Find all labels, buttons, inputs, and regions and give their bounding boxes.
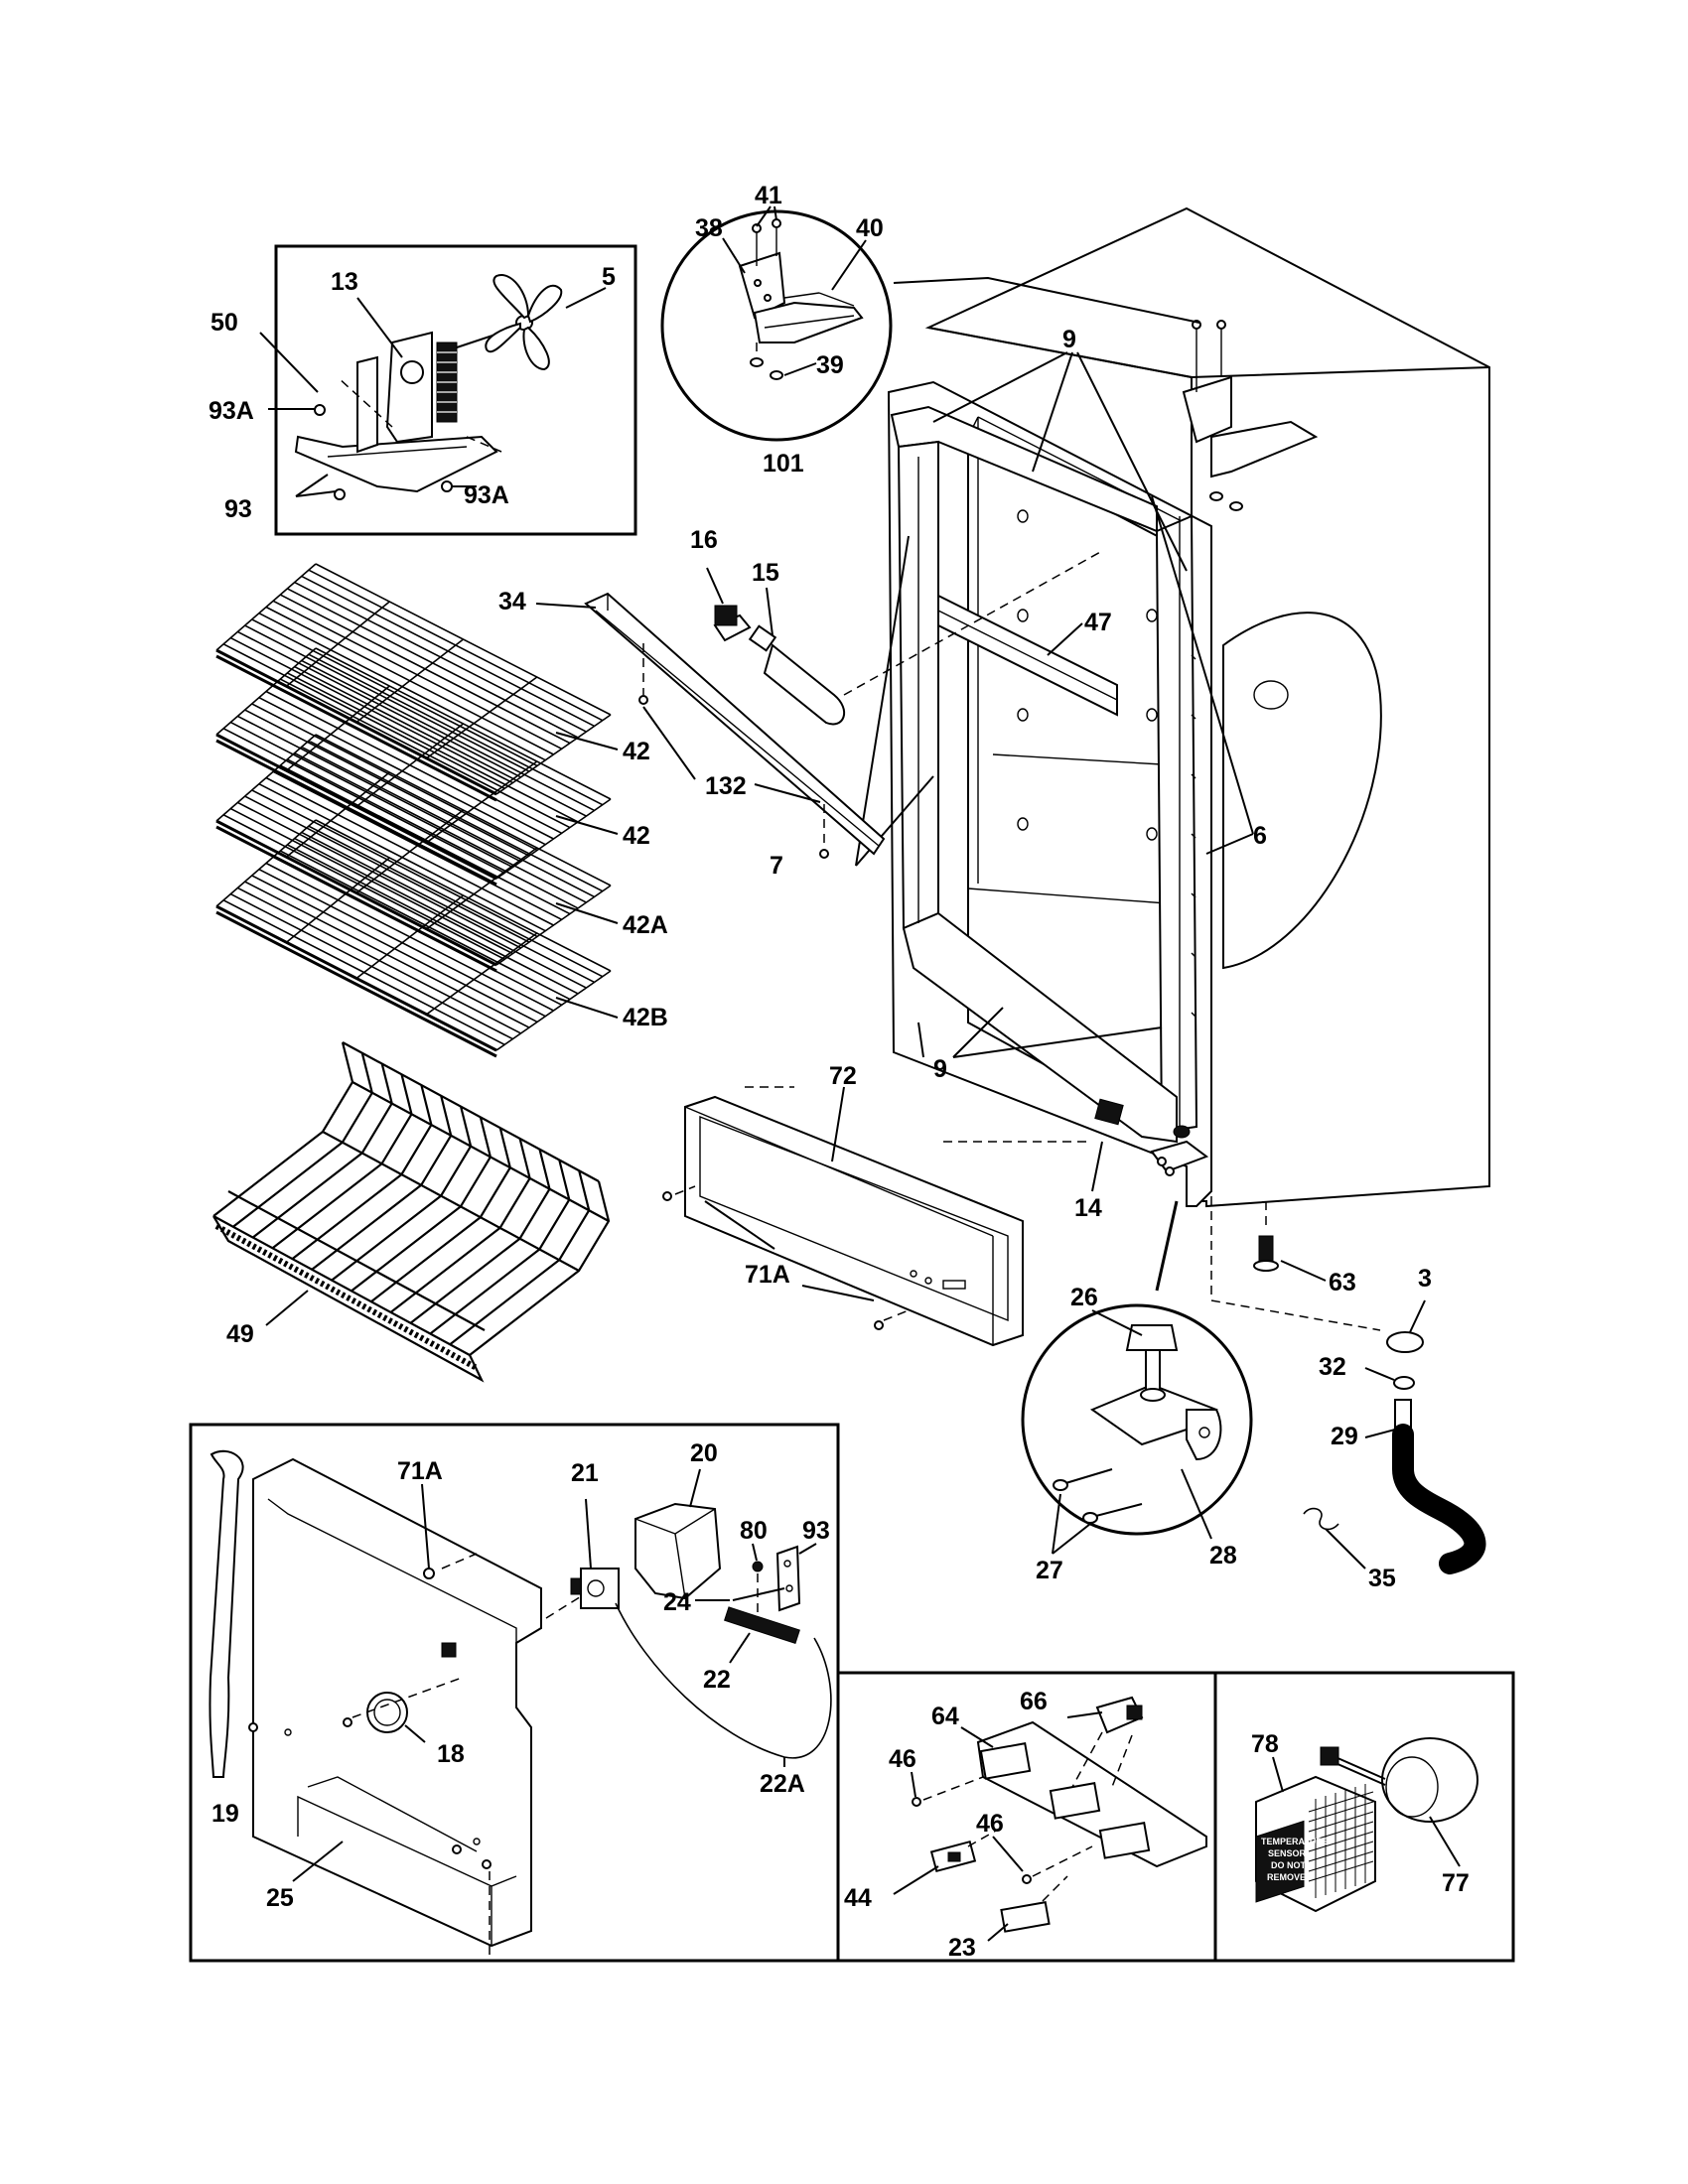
callout-80: 80: [740, 1517, 768, 1545]
callout-14: 14: [1074, 1194, 1102, 1222]
callout-77: 77: [1442, 1869, 1470, 1897]
callout-41: 41: [755, 182, 782, 209]
sensor-warning-sticker: TEMPERATURE SENSOR DO NOT REMOVE: [1261, 1837, 1329, 1882]
switch-leader: [1091, 1141, 1103, 1192]
callout-13: 13: [331, 268, 358, 296]
callout-71a-kickplate: 71A: [745, 1261, 790, 1289]
callout-42a: 42A: [623, 911, 668, 939]
sticker-line-4: REMOVE: [1267, 1872, 1306, 1882]
callout-93-panel: 93: [802, 1517, 830, 1545]
control-panel-leaders: [292, 1468, 817, 1882]
callout-71a-panel: 71A: [397, 1457, 443, 1485]
callout-29: 29: [1331, 1423, 1358, 1450]
wire-shelf: [215, 647, 612, 887]
light-switch-assembly: [912, 1696, 1207, 1933]
bottom-hinge-detail: [1021, 1303, 1253, 1536]
callout-50: 50: [211, 309, 238, 337]
callout-39: 39: [816, 351, 844, 379]
callout-42b: 42B: [623, 1004, 668, 1031]
callout-42-upper: 42: [623, 738, 650, 765]
kickplate: [662, 1086, 1092, 1347]
light-leaders: [535, 567, 821, 803]
sensor-leaders: [1272, 1756, 1461, 1867]
callout-38: 38: [695, 214, 723, 242]
callout-46-lower: 46: [976, 1810, 1004, 1838]
callout-49: 49: [226, 1320, 254, 1348]
light-switch-leaders: [893, 1711, 1103, 1942]
leveling-leg: [1253, 1201, 1279, 1272]
hinge-detail-circle: [660, 209, 893, 442]
sticker-line-3: DO NOT: [1271, 1860, 1307, 1870]
callout-24: 24: [663, 1588, 691, 1616]
wire-shelf: [215, 819, 612, 1058]
callout-20: 20: [690, 1439, 718, 1467]
callout-28: 28: [1209, 1542, 1237, 1570]
wire-basket: [212, 1041, 611, 1383]
light-assembly: [584, 550, 1103, 859]
hinge-detail-leader: [893, 276, 1200, 324]
callout-78: 78: [1251, 1730, 1279, 1758]
drain-tube-assembly: [1303, 1331, 1486, 1574]
shelf-leaders: [555, 732, 619, 1019]
basket-leader: [265, 1290, 309, 1326]
callout-32: 32: [1319, 1353, 1346, 1381]
drain-leaders: [1325, 1299, 1426, 1570]
cabinet-leaders: [855, 351, 1254, 1058]
temperature-sensor-assembly: TEMPERATURE SENSOR DO NOT REMOVE: [1255, 1737, 1478, 1913]
callout-27: 27: [1036, 1557, 1063, 1584]
callout-19: 19: [211, 1800, 239, 1828]
callout-21: 21: [571, 1459, 599, 1487]
callout-132: 132: [705, 772, 747, 800]
fan-motor-assembly: [294, 274, 563, 500]
freezer-cabinet: [887, 206, 1490, 1208]
temperature-sensor-detail-box: [1213, 1671, 1515, 1963]
hinge-leaders: [722, 205, 867, 376]
callout-9-top: 9: [1062, 326, 1076, 353]
callout-25: 25: [266, 1884, 294, 1912]
callout-47: 47: [1084, 609, 1112, 636]
callout-23: 23: [948, 1934, 976, 1962]
callout-3: 3: [1418, 1265, 1432, 1293]
callout-6: 6: [1253, 822, 1267, 850]
fan-motor-detail-box: [274, 244, 637, 536]
leg-leader: [1280, 1260, 1327, 1282]
sticker-line-1: TEMPERATURE: [1261, 1837, 1329, 1846]
callout-42-lower: 42: [623, 822, 650, 850]
callout-72: 72: [829, 1062, 857, 1090]
kickplate-leaders: [704, 1086, 875, 1301]
fan-leaders: [259, 287, 607, 497]
callout-35: 35: [1368, 1565, 1396, 1592]
callout-26: 26: [1070, 1284, 1098, 1311]
callout-66: 66: [1020, 1688, 1048, 1715]
callout-40: 40: [856, 214, 884, 242]
callout-15: 15: [752, 559, 779, 587]
callout-93a-fan-upper: 93A: [209, 397, 254, 425]
callout-7: 7: [770, 852, 783, 880]
wire-shelves: [215, 563, 612, 1058]
door-switch-assembly: [1094, 1098, 1381, 1331]
callout-18: 18: [437, 1740, 465, 1768]
callout-34: 34: [498, 588, 526, 615]
callout-44: 44: [844, 1884, 872, 1912]
control-panel-assembly: [209, 1449, 832, 1961]
callout-9-bottom: 9: [933, 1055, 947, 1083]
callout-63: 63: [1329, 1269, 1356, 1297]
callout-46-upper: 46: [889, 1745, 916, 1773]
sticker-line-2: SENSOR: [1268, 1848, 1307, 1858]
bottom-hinge-leaders: [1052, 1309, 1212, 1555]
callout-64: 64: [931, 1703, 959, 1730]
callout-93a-fan-lower: 93A: [464, 481, 509, 509]
hinge-circle-leader: [1155, 1200, 1179, 1292]
callout-22: 22: [703, 1666, 731, 1694]
callout-labels: 41 38 40 39 101 13 5 50 93A 93 93A 16 15…: [209, 182, 1470, 1962]
callout-16: 16: [690, 526, 718, 554]
callout-101: 101: [763, 450, 804, 478]
callout-93-fan: 93: [224, 495, 252, 523]
callout-5: 5: [602, 263, 616, 291]
callout-22a: 22A: [760, 1770, 805, 1798]
